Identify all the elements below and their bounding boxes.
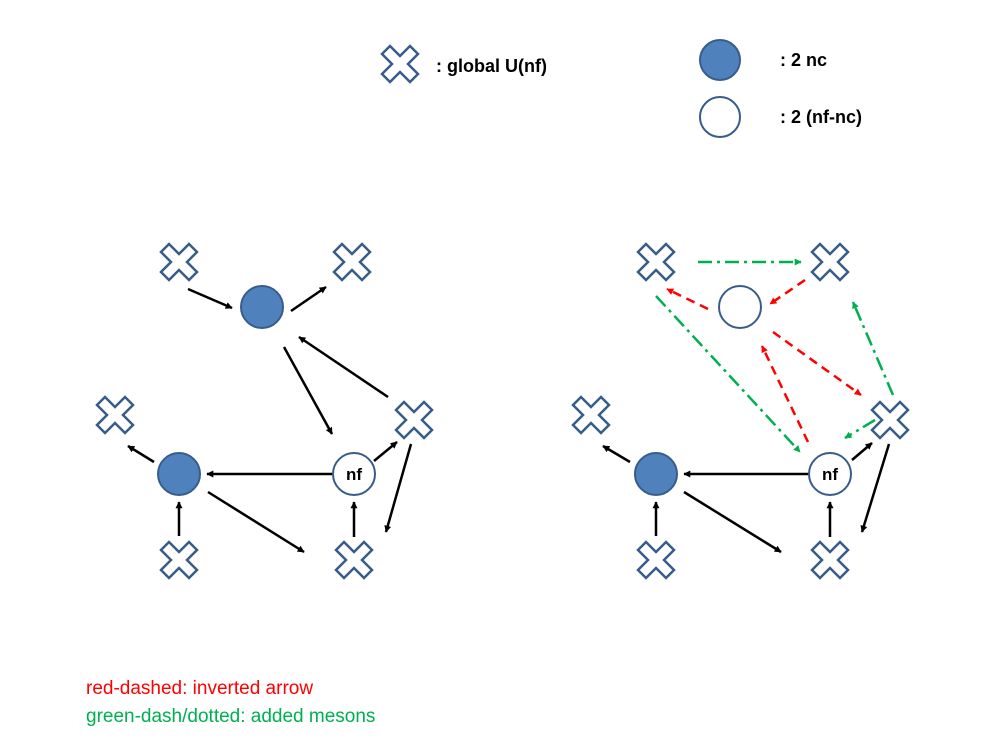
- gauge-node-nf-nc: [718, 285, 762, 329]
- cross-outline-icon: [810, 242, 850, 282]
- added-meson-arrow: [655, 295, 801, 453]
- arrow-edge: [860, 443, 891, 533]
- node-label-nf: nf: [346, 465, 362, 484]
- gauge-node-nf: [332, 452, 376, 496]
- arrow-edge: [373, 441, 398, 462]
- cross-outline-icon: [636, 242, 676, 282]
- inverted-arrow: [666, 287, 709, 311]
- arrow-edge: [187, 287, 233, 310]
- cross-outline-icon: [159, 242, 199, 282]
- cross-outline-icon: [334, 540, 374, 580]
- legend-global-label: : global U(nf): [436, 56, 547, 76]
- arrow-edge: [282, 346, 334, 435]
- cross-outline-icon: [332, 242, 372, 282]
- cross-outline-icon: [394, 400, 434, 440]
- left-quiver: nf: [95, 242, 434, 580]
- cross-outline-icon: [95, 395, 135, 435]
- cross-outline-icon: [380, 44, 420, 84]
- legend-global-item: : global U(nf): [380, 44, 547, 84]
- gauge-node-nc: [157, 452, 201, 496]
- gauge-node-nf: [808, 452, 852, 496]
- arrow-edge: [127, 444, 155, 464]
- hollow-circle-icon: [699, 96, 741, 138]
- note-added-mesons: green-dash/dotted: added mesons: [86, 706, 376, 727]
- filled-circle-icon: [699, 39, 741, 81]
- arrow-edge: [851, 442, 873, 461]
- cross-outline-icon: [159, 540, 199, 580]
- arrow-edge: [290, 285, 327, 313]
- arrow-edge: [602, 444, 631, 464]
- inverted-arrow: [772, 330, 862, 397]
- arrow-edge: [384, 443, 413, 533]
- inverted-arrow: [760, 345, 810, 443]
- cross-outline-icon: [870, 400, 910, 440]
- legend: : global U(nf) : 2 nc : 2 (nf-nc): [380, 39, 862, 138]
- arrow-edge: [683, 490, 782, 554]
- legend-nfnc-label: : 2 (nf-nc): [780, 107, 862, 127]
- arrow-edge: [207, 490, 305, 554]
- legend-nfnc-item: : 2 (nf-nc): [699, 96, 862, 138]
- node-label-nf: nf: [822, 465, 838, 484]
- note-inverted-arrow: red-dashed: inverted arrow: [86, 678, 314, 699]
- cross-outline-icon: [636, 540, 676, 580]
- legend-nc-item: : 2 nc: [699, 39, 827, 81]
- gauge-node-nc: [634, 452, 678, 496]
- cross-outline-icon: [810, 540, 850, 580]
- legend-nc-label: : 2 nc: [780, 50, 827, 70]
- inverted-arrow: [769, 278, 806, 306]
- arrow-edge: [298, 335, 389, 399]
- right-quiver: nf: [571, 242, 910, 580]
- gauge-node-nc: [240, 285, 284, 329]
- added-meson-arrow: [844, 418, 876, 440]
- added-meson-arrow: [851, 301, 895, 396]
- cross-outline-icon: [571, 395, 611, 435]
